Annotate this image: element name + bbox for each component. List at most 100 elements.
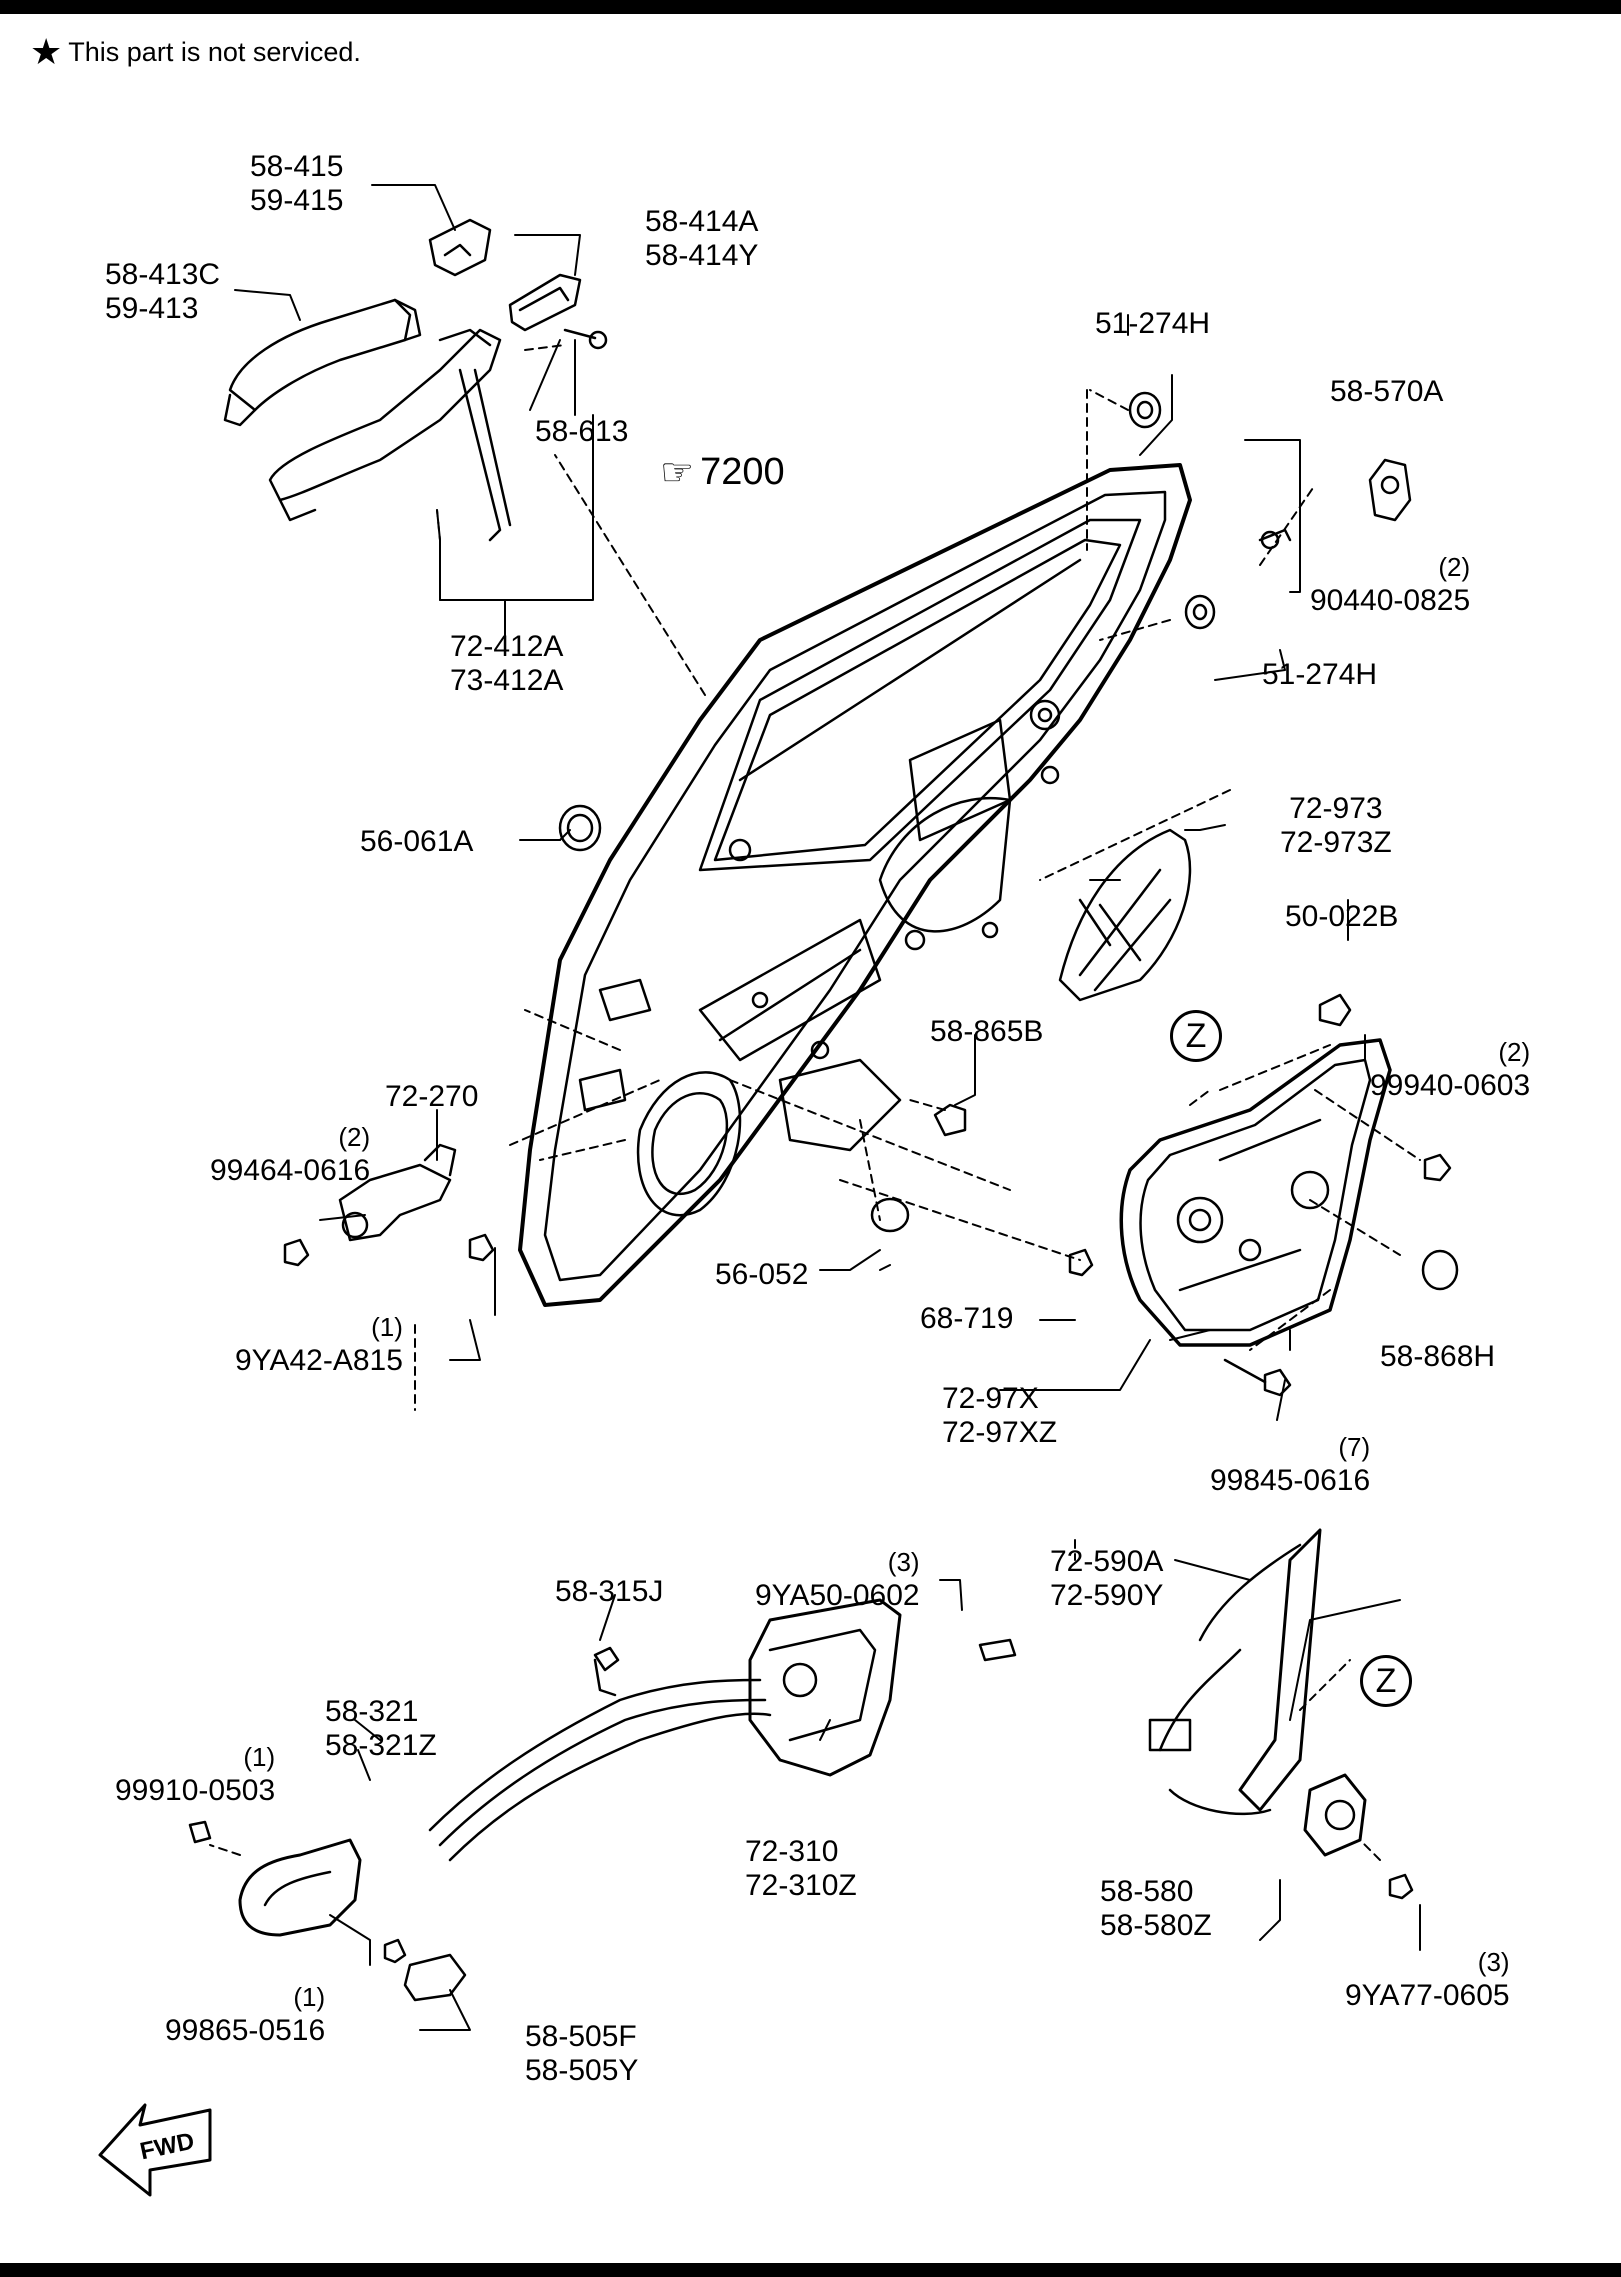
label-51-274h-mid: 51-274H bbox=[1262, 658, 1378, 691]
label-68-719: 68-719 bbox=[920, 1302, 1014, 1335]
plug-51-274h-mid bbox=[1184, 594, 1216, 630]
quantity: (3) bbox=[1477, 1947, 1510, 1977]
cover-58-505 bbox=[403, 1953, 467, 2002]
part-number: 72-590A bbox=[1050, 1545, 1164, 1578]
part-number: 58-580 bbox=[1100, 1875, 1194, 1908]
part-number: 59-413 bbox=[105, 292, 199, 325]
star-icon: ★ bbox=[30, 31, 63, 72]
part-number: 9YA77-0605 bbox=[1345, 1979, 1510, 2012]
zone-z-marker-top: Z bbox=[1170, 1010, 1222, 1062]
label-58-580: 58-580 58-580Z bbox=[1100, 1875, 1212, 1943]
pointing-hand-icon: ☞ bbox=[660, 452, 695, 494]
part-number: 58-505F bbox=[525, 2020, 637, 2053]
label-58-505: 58-505F 58-505Y bbox=[525, 2020, 638, 2088]
note-text: This part is not serviced. bbox=[68, 36, 361, 67]
part-number: 99464-0616 bbox=[210, 1154, 371, 1187]
label-58-321: 58-321 58-321Z bbox=[325, 1695, 437, 1763]
motor-58-580 bbox=[1303, 1773, 1414, 1900]
quantity: (1) bbox=[371, 1312, 403, 1342]
quantity: (2) bbox=[1438, 552, 1471, 582]
fwd-arrow-icon bbox=[98, 2103, 212, 2197]
label-58-415: 58-415 59-415 bbox=[250, 150, 343, 218]
part-number: 58-413C bbox=[105, 258, 221, 291]
label-72-412: 72-412A 73-412A bbox=[450, 630, 563, 698]
label-72-97x: 72-97X 72-97XZ bbox=[942, 1382, 1057, 1450]
plug-58-868h bbox=[1421, 1249, 1459, 1291]
handle-gasket bbox=[508, 273, 582, 332]
label-72-270: 72-270 bbox=[385, 1080, 479, 1113]
label-58-570a: 58-570A bbox=[1330, 375, 1444, 408]
part-number: 58-505Y bbox=[525, 2054, 639, 2087]
part-number: 58-415 bbox=[250, 150, 344, 183]
label-58-613: 58-613 bbox=[535, 415, 629, 448]
regulator-72-590 bbox=[1148, 1528, 1322, 1816]
part-number: 72-310Z bbox=[745, 1869, 857, 1902]
label-56-061a: 56-061A bbox=[360, 825, 474, 858]
part-number: 73-412A bbox=[450, 664, 564, 697]
label-51-274h-top: 51-274H bbox=[1095, 307, 1211, 340]
part-number: 59-415 bbox=[250, 184, 344, 217]
part-number: 99940-0603 bbox=[1370, 1069, 1531, 1102]
latch-72-310 bbox=[748, 1598, 1017, 1777]
label-99910-0503: (1) 99910-0503 bbox=[115, 1740, 275, 1808]
zone-z-marker-bottom: Z bbox=[1360, 1655, 1412, 1707]
bottom-border-bar bbox=[0, 2263, 1621, 2277]
quantity: (2) bbox=[1498, 1037, 1531, 1067]
label-9ya42-a815: (1) 9YA42-A815 bbox=[235, 1310, 403, 1378]
label-58-413: 58-413C 59-413 bbox=[105, 258, 220, 326]
exterior-handle bbox=[223, 298, 422, 427]
label-9ya50-0602: (3) 9YA50-0602 bbox=[755, 1545, 920, 1613]
part-number: 58-414Y bbox=[645, 239, 759, 272]
bolt-99845-0616 bbox=[1223, 1358, 1292, 1397]
door-check-72-270 bbox=[283, 1143, 495, 1267]
part-number: 58-580Z bbox=[1100, 1909, 1212, 1942]
part-number: 72-973 bbox=[1289, 792, 1383, 825]
plug-51-274h-top bbox=[1128, 391, 1162, 429]
striker-58-570a bbox=[1258, 458, 1412, 550]
screw-58-613 bbox=[563, 328, 608, 350]
quantity: (7) bbox=[1338, 1432, 1371, 1462]
label-99464-0616: (2) 99464-0616 bbox=[210, 1120, 370, 1188]
part-number: 72-97X bbox=[942, 1382, 1039, 1415]
part-number: 90440-0825 bbox=[1310, 584, 1471, 617]
label-72-590: 72-590A 72-590Y bbox=[1050, 1545, 1163, 1613]
part-number: 9YA50-0602 bbox=[755, 1579, 920, 1612]
part-number: 58-414A bbox=[645, 205, 759, 238]
rear-door-panel bbox=[518, 463, 1192, 1307]
screw-58-865b bbox=[933, 1103, 967, 1137]
module-panel-72-97x bbox=[1119, 1038, 1392, 1347]
part-number: 99910-0503 bbox=[115, 1774, 276, 1807]
label-99865-0516: (1) 99865-0516 bbox=[165, 1980, 325, 2048]
bolt-99940-0603 bbox=[1423, 1153, 1452, 1182]
label-90440-0825: (2) 90440-0825 bbox=[1310, 550, 1470, 618]
handle-cap bbox=[428, 218, 492, 277]
clip-68-719 bbox=[1068, 1248, 1094, 1277]
part-number: 58-321Z bbox=[325, 1729, 437, 1762]
part-number: 72-97XZ bbox=[942, 1416, 1058, 1449]
rods-and-cables bbox=[428, 1658, 772, 1862]
reference-number: 7200 bbox=[700, 451, 785, 493]
plug-56-052 bbox=[870, 1197, 910, 1233]
leader-lines bbox=[209, 184, 1421, 2031]
screw-99865 bbox=[383, 1938, 407, 1964]
label-58-865b: 58-865B bbox=[930, 1015, 1044, 1048]
label-56-052: 56-052 bbox=[715, 1258, 809, 1291]
quantity: (2) bbox=[338, 1122, 371, 1152]
plug-56-061a bbox=[558, 804, 602, 852]
label-58-414: 58-414A 58-414Y bbox=[645, 205, 758, 273]
part-number: 9YA42-A815 bbox=[235, 1344, 403, 1377]
label-99940-0603: (2) 99940-0603 bbox=[1370, 1035, 1530, 1103]
label-72-310: 72-310 72-310Z bbox=[745, 1835, 857, 1903]
clip-58-315j bbox=[593, 1646, 620, 1672]
not-serviced-note: ★ This part is not serviced. bbox=[30, 34, 361, 70]
handle-bracket bbox=[268, 328, 512, 542]
part-number: 72-412A bbox=[450, 630, 564, 663]
quantity: (1) bbox=[243, 1742, 276, 1772]
quantity: (3) bbox=[887, 1547, 920, 1577]
label-58-315j: 58-315J bbox=[555, 1575, 664, 1608]
part-number: 72-973Z bbox=[1280, 826, 1392, 859]
part-number: 72-310 bbox=[745, 1835, 839, 1868]
handle-trim-72-973 bbox=[1058, 828, 1192, 1002]
top-border-bar bbox=[0, 0, 1621, 14]
